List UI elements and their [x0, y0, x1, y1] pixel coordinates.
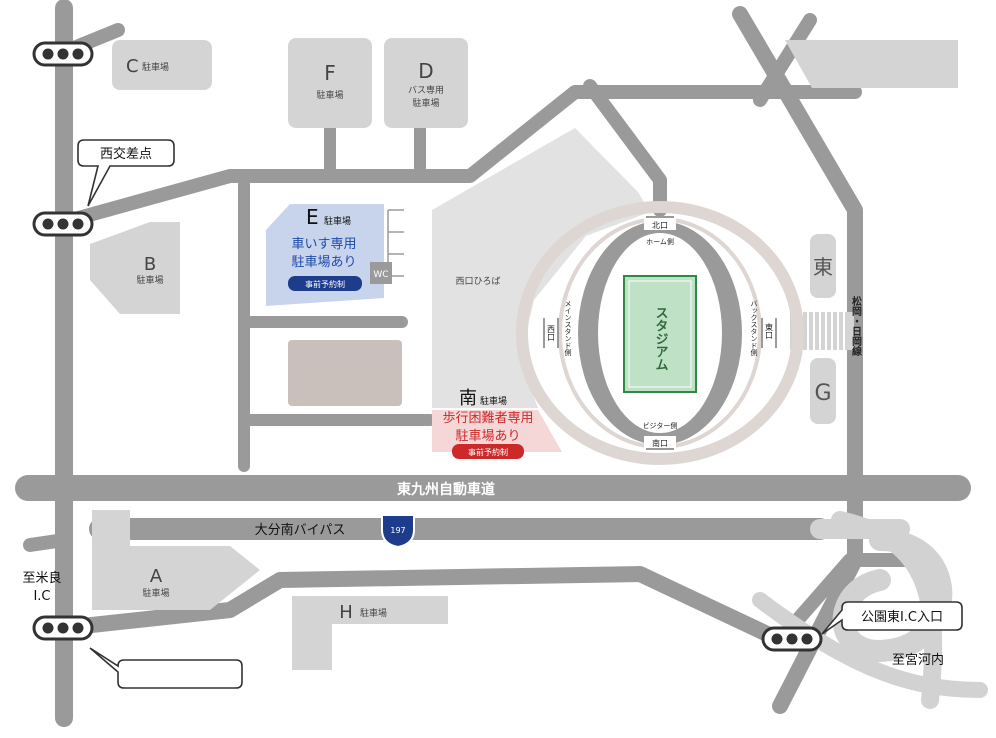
parking-south-badge: 事前予約制: [468, 447, 508, 457]
parking-e-line1: 車いす専用: [291, 237, 356, 252]
parking-h-letter: H: [339, 602, 353, 623]
wc-box: [370, 262, 392, 284]
traffic-signal-west-intersection: [32, 211, 94, 237]
parking-lot-f: [288, 38, 372, 128]
parking-lot-brown: [288, 340, 402, 406]
parking-b-letter: B: [144, 254, 156, 275]
parking-c-sub: 駐車場: [142, 61, 169, 73]
callout-nishi-kousaten-bubble: [77, 139, 175, 207]
parking-e-letter: E: [306, 205, 319, 229]
parking-d-letter: D: [418, 59, 433, 83]
parking-lot-east: [810, 234, 836, 298]
parking-a-letter: A: [150, 566, 163, 587]
route-197-shield: [381, 514, 415, 549]
parking-lot-g: [810, 358, 836, 424]
road-south-lower: [56, 566, 788, 648]
traffic-signal-north: [32, 41, 94, 67]
stadium: [516, 201, 804, 465]
expressway-label: 東九州自動車道: [397, 481, 495, 498]
parking-lot-south: [432, 410, 562, 452]
parking-south-line1: 歩行困難者専用: [442, 411, 533, 426]
callout-koen-west-bubble: [89, 647, 243, 689]
parking-d-sub1: バス専用: [408, 84, 444, 96]
east-gate-label-bg: [763, 316, 775, 350]
road-northeast-branch: [753, 13, 817, 107]
road-matsuoka-label: 松岡・日岡線: [850, 295, 862, 357]
parking-e-line2: 駐車場あり: [291, 255, 356, 270]
west-gate-label-bg: [545, 316, 557, 350]
parking-lot-a: [92, 510, 260, 610]
parking-lot-h: [292, 596, 448, 670]
stadium-east-gate: 東口: [765, 322, 774, 339]
callout-koen-east: 公園東I.C入口: [861, 609, 943, 625]
stadium-north-gate: 北口: [652, 221, 668, 230]
traffic-signal-koen-east: [761, 626, 823, 652]
traffic-signals: [32, 41, 823, 652]
destination-yonera-line2: I.C: [33, 589, 50, 604]
callout-koen-east-bubble: [821, 601, 963, 635]
traffic-signal-koen-west: [32, 615, 94, 641]
parking-lots: [90, 38, 958, 670]
parking-d-sub2: 駐車場: [412, 97, 439, 109]
stadium-field: [623, 275, 697, 393]
callouts: [77, 139, 963, 689]
road-interchange-sweep: [752, 592, 988, 698]
parking-f-sub: 駐車場: [316, 89, 343, 101]
stadium-south-gate: 南口: [652, 438, 668, 448]
road-west-intersection-northeast: [57, 85, 862, 229]
bypass-label: 大分南バイパス: [255, 522, 346, 538]
stadium-west-gate: 西口: [547, 325, 556, 341]
north-gate-label-bg: [644, 218, 676, 230]
callout-nishi-kousaten: 西交差点: [100, 146, 152, 162]
parking-south-badge-bg: [452, 444, 524, 459]
parking-lot-b: [90, 222, 180, 314]
stadium-home-side: ホーム側: [646, 237, 674, 246]
road-north-diagonal: [583, 79, 667, 217]
stadium-field-label: スタジアム: [653, 306, 669, 371]
parking-e-badge-bg: [288, 276, 362, 291]
parking-b-sub: 駐車場: [136, 274, 163, 286]
stadium-outer-ring: [516, 201, 804, 465]
route-197-number: 197: [390, 526, 405, 535]
stadium-visitor-side: ビジター側: [643, 421, 678, 430]
parking-lot-northeast: [785, 40, 958, 88]
parking-east-letter: 東: [813, 255, 833, 279]
parking-south-line2: 駐車場あり: [455, 429, 520, 444]
destination-yonera-line1: 至米良: [22, 570, 61, 586]
parking-a-sub: 駐車場: [142, 587, 169, 599]
west-plaza-label: 西口ひろば: [455, 276, 500, 287]
parking-lot-d: [384, 38, 468, 128]
parking-h-sub: 駐車場: [360, 607, 387, 619]
parking-south-letter: 南: [459, 388, 477, 409]
south-gate-label-bg: [644, 436, 676, 448]
stadium-main-stand: メインスタンド側: [564, 300, 572, 356]
wc-label: WC: [373, 270, 388, 280]
parking-lot-c: [112, 40, 212, 90]
parking-e-sub: 駐車場: [324, 215, 351, 227]
parking-f-letter: F: [324, 61, 336, 85]
stadium-field-inner: [628, 280, 692, 388]
stadium-back-stand: バックスタンド側: [750, 300, 758, 356]
destination-miyakawauchi: 至宮河内: [892, 652, 944, 668]
parking-c-letter: C: [126, 56, 139, 77]
parking-e-badge: 事前予約制: [305, 279, 345, 289]
parking-south-sub: 駐車場: [480, 395, 507, 407]
road-west-stub: [23, 533, 71, 552]
parking-g-letter: G: [814, 381, 831, 406]
